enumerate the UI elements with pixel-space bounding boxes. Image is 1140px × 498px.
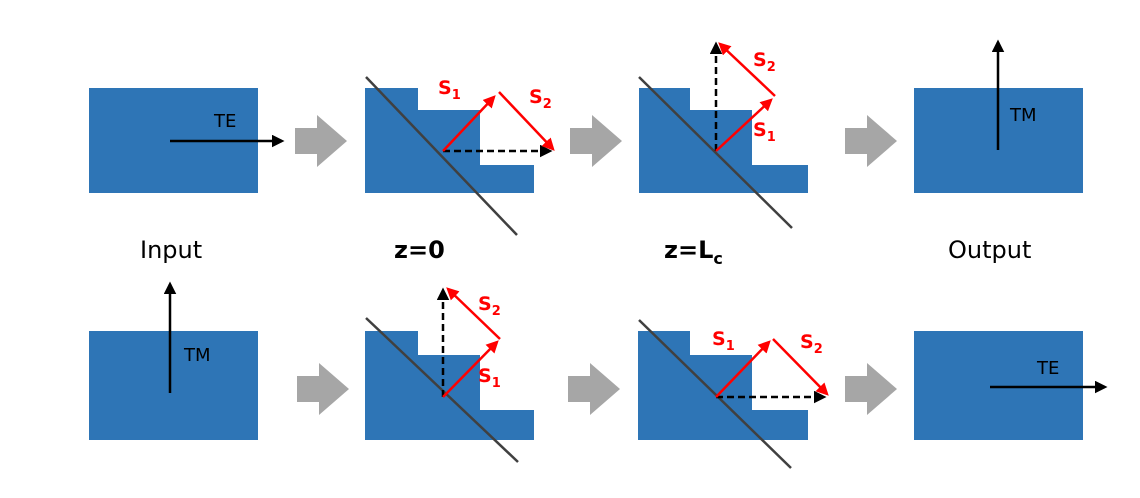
s1-label-zlc-top: S1: [753, 119, 776, 145]
stage-labels: Input z=0 z=Lc Output: [140, 236, 1031, 268]
s2-vector-zlc-top: [718, 42, 776, 97]
s1-label-z0-bottom: S1: [478, 365, 501, 391]
optical-axis-zlc-bottom: [638, 319, 792, 469]
te-label-output: TE: [1036, 358, 1059, 379]
flow-arrow-top-1: [295, 115, 347, 167]
optical-axis-zlc-top: [638, 76, 793, 229]
input-label: Input: [140, 236, 202, 264]
top-row: TE S1 S2 S2 S1 TM: [89, 39, 1083, 236]
s1-label-zlc-bottom: S1: [712, 328, 735, 354]
stepped-waveguide-zlc-bottom: [638, 331, 808, 440]
s2-label-zlc-bottom: S2: [800, 331, 823, 357]
flow-arrow-bottom-3: [845, 363, 897, 415]
s1-vector-zlc-top: [715, 98, 773, 152]
stepped-waveguide-zlc-top: [639, 88, 808, 193]
z0-label: z=0: [394, 236, 445, 264]
s2-label-z0-bottom: S2: [478, 293, 501, 319]
tm-label-input: TM: [183, 345, 211, 366]
flow-arrow-top-2: [570, 115, 622, 167]
s2-label-z0-top: S2: [529, 86, 552, 112]
output-waveguide-bottom: [914, 331, 1083, 440]
s2-vector-z0-top: [498, 91, 555, 151]
flow-arrow-top-3: [845, 115, 897, 167]
input-waveguide-bottom: [89, 331, 258, 440]
s1-label-z0-top: S1: [438, 77, 461, 103]
bottom-row: TM S2 S1 S1 S2 TE: [89, 281, 1108, 469]
optical-axis-z0-top: [365, 76, 518, 236]
s1-vector-z0-bottom: [442, 340, 499, 398]
te-label-input: TE: [213, 111, 236, 132]
s2-vector-z0-bottom: [446, 287, 501, 340]
s1-vector-zlc-bottom: [715, 340, 771, 398]
flow-arrow-bottom-1: [297, 363, 349, 415]
stepped-waveguide-z0-top: [365, 88, 534, 193]
output-label: Output: [948, 236, 1031, 264]
stepped-waveguide-z0-bottom: [365, 331, 534, 440]
zlc-label: z=Lc: [664, 236, 723, 268]
flow-arrow-bottom-2: [568, 363, 620, 415]
tm-label-output: TM: [1009, 105, 1037, 126]
s2-vector-zlc-bottom: [772, 338, 829, 396]
s2-label-zlc-top: S2: [753, 49, 776, 75]
s1-vector-z0-top: [442, 95, 496, 152]
